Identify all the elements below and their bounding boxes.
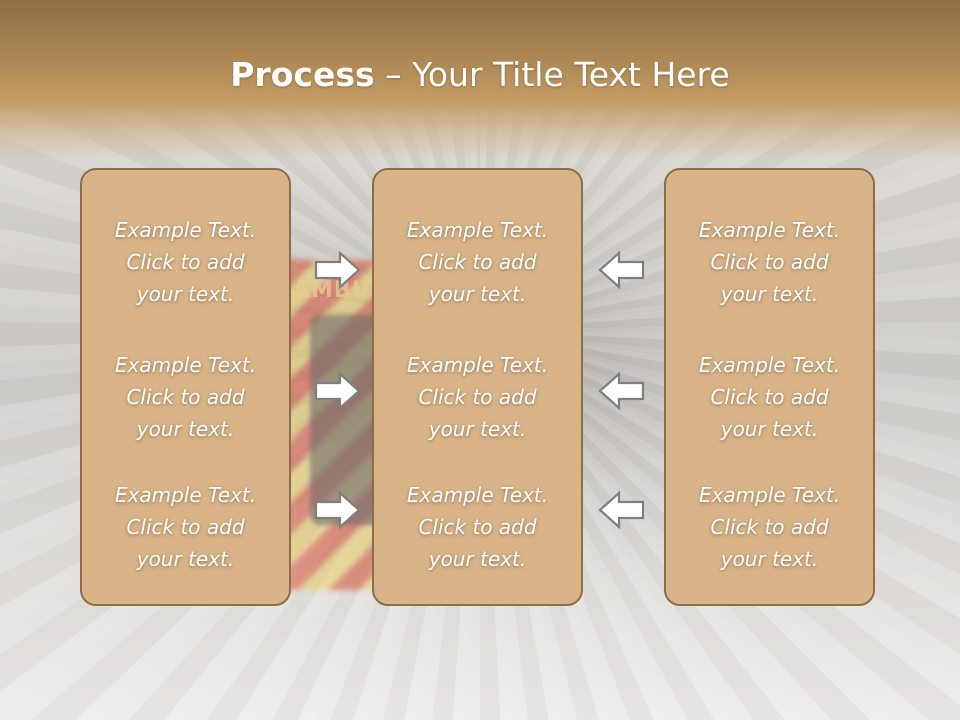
text-line: Click to add	[126, 250, 245, 274]
text-line: Example Text.	[114, 353, 257, 377]
text-line: your text.	[136, 417, 235, 441]
ambulance-lettering: AMBU	[293, 278, 371, 303]
text-line: Click to add	[418, 250, 537, 274]
arrow-left-icon[interactable]	[597, 250, 645, 290]
text-line: Click to add	[418, 385, 537, 409]
arrow-left-icon[interactable]	[597, 371, 645, 411]
text-line: your text.	[136, 547, 235, 571]
text-line: Example Text.	[406, 483, 549, 507]
text-line: Click to add	[710, 515, 829, 539]
text-placeholder[interactable]: Example Text. Click to add your text.	[82, 214, 289, 310]
right-process-box[interactable]: Example Text. Click to add your text. Ex…	[664, 168, 875, 606]
text-line: Example Text.	[406, 218, 549, 242]
text-line: Example Text.	[114, 483, 257, 507]
text-line: Click to add	[418, 515, 537, 539]
text-placeholder[interactable]: Example Text. Click to add your text.	[374, 479, 581, 575]
text-line: your text.	[720, 417, 819, 441]
text-line: Example Text.	[406, 353, 549, 377]
text-line: your text.	[720, 547, 819, 571]
header-band	[0, 0, 960, 160]
text-placeholder[interactable]: Example Text. Click to add your text.	[666, 479, 873, 575]
text-line: your text.	[428, 417, 527, 441]
center-process-box[interactable]: Example Text. Click to add your text. Ex…	[372, 168, 583, 606]
text-line: Example Text.	[114, 218, 257, 242]
arrow-left-icon[interactable]	[597, 490, 645, 530]
arrow-right-icon[interactable]	[314, 490, 362, 530]
text-line: Example Text.	[698, 218, 841, 242]
text-placeholder[interactable]: Example Text. Click to add your text.	[374, 214, 581, 310]
left-process-box[interactable]: Example Text. Click to add your text. Ex…	[80, 168, 291, 606]
title-rest: – Your Title Text Here	[374, 55, 730, 94]
text-placeholder[interactable]: Example Text. Click to add your text.	[82, 479, 289, 575]
text-line: Click to add	[710, 385, 829, 409]
text-line: Click to add	[710, 250, 829, 274]
title-strong: Process	[230, 55, 375, 94]
text-line: your text.	[136, 282, 235, 306]
text-line: Example Text.	[698, 483, 841, 507]
text-placeholder[interactable]: Example Text. Click to add your text.	[374, 349, 581, 445]
arrow-right-icon[interactable]	[314, 250, 362, 290]
text-placeholder[interactable]: Example Text. Click to add your text.	[666, 214, 873, 310]
text-placeholder[interactable]: Example Text. Click to add your text.	[82, 349, 289, 445]
text-line: Click to add	[126, 515, 245, 539]
text-line: Click to add	[126, 385, 245, 409]
slide-title[interactable]: Process – Your Title Text Here	[0, 55, 960, 94]
text-line: Example Text.	[698, 353, 841, 377]
text-line: your text.	[720, 282, 819, 306]
text-line: your text.	[428, 547, 527, 571]
arrow-right-icon[interactable]	[314, 371, 362, 411]
text-line: your text.	[428, 282, 527, 306]
text-placeholder[interactable]: Example Text. Click to add your text.	[666, 349, 873, 445]
